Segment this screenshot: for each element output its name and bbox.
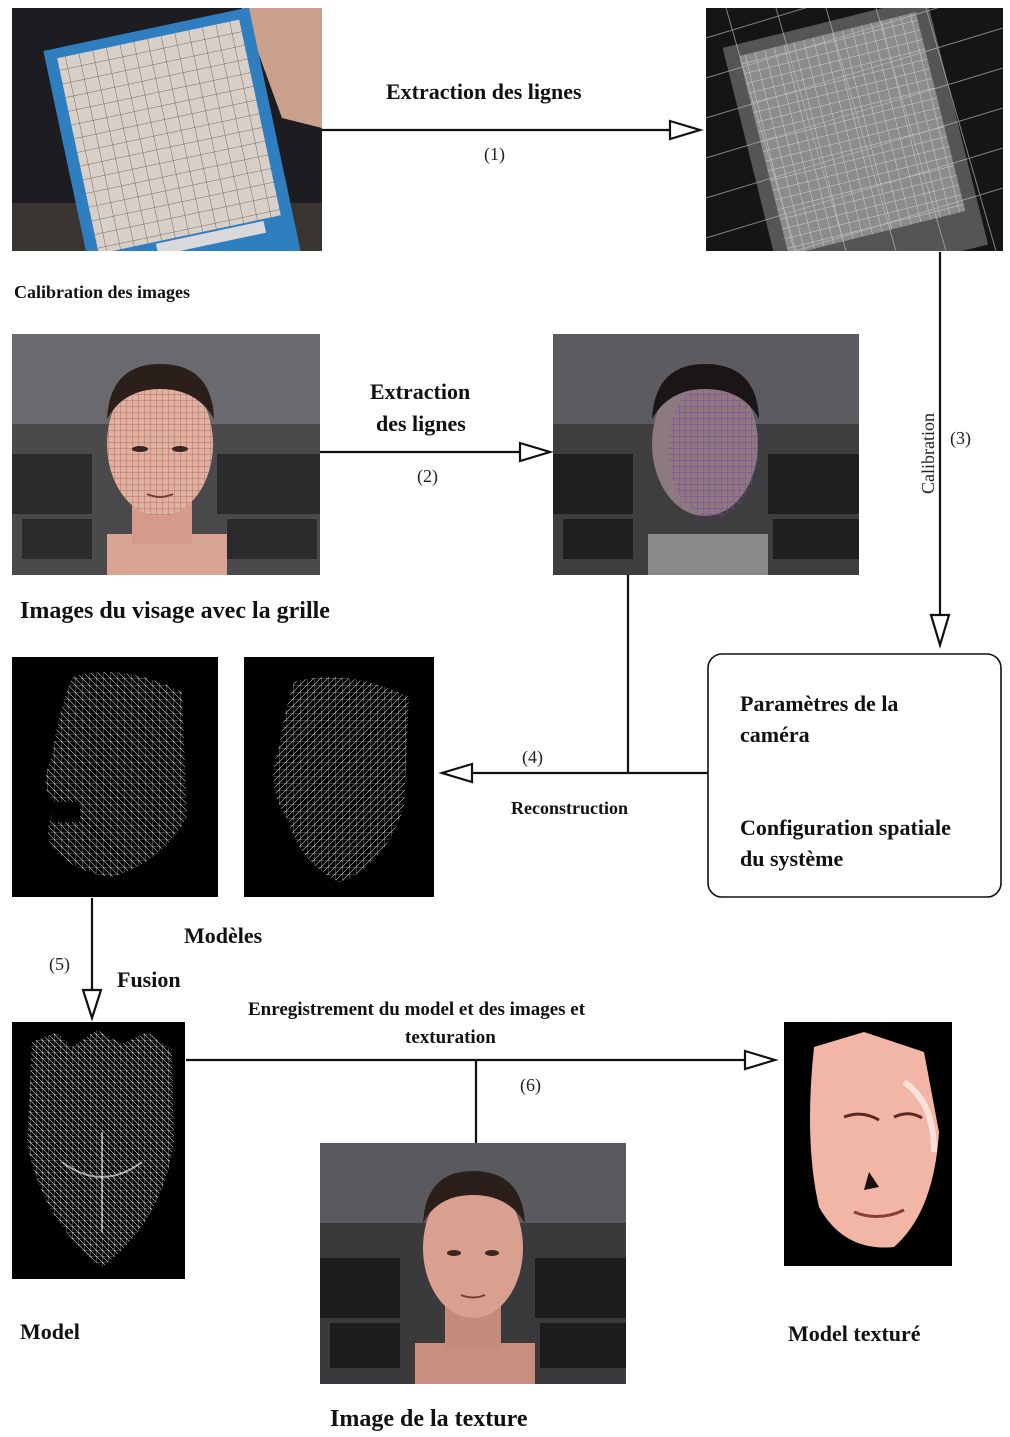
camera-params-line1: Paramètres de la bbox=[740, 690, 898, 718]
step-number-3: (3) bbox=[950, 428, 971, 449]
fusion-label: Fusion bbox=[117, 966, 181, 994]
extraction-label-2-line2: des lignes bbox=[376, 410, 466, 438]
models-label: Modèles bbox=[184, 922, 262, 950]
model-label: Model bbox=[20, 1318, 80, 1346]
calibration-images-label: Calibration des images bbox=[14, 281, 190, 304]
step-number-1: (1) bbox=[484, 144, 505, 165]
reconstruction-label: Reconstruction bbox=[511, 797, 628, 820]
spatial-config-line2: du système bbox=[740, 845, 843, 873]
extraction-label-2-line1: Extraction bbox=[370, 378, 470, 406]
registration-label-line2: texturation bbox=[405, 1026, 496, 1050]
textured-model-label: Model texturé bbox=[788, 1320, 921, 1348]
step-number-2: (2) bbox=[417, 466, 438, 487]
step-number-6: (6) bbox=[520, 1075, 541, 1096]
spatial-config-line1: Configuration spatiale bbox=[740, 814, 951, 842]
step-number-5: (5) bbox=[49, 954, 70, 975]
calibration-label: Calibration bbox=[918, 413, 939, 494]
step-number-4: (4) bbox=[522, 747, 543, 768]
registration-label-line1: Enregistrement du model et des images et bbox=[248, 998, 585, 1022]
extraction-label-1: Extraction des lignes bbox=[386, 78, 582, 106]
texture-image-label: Image de la texture bbox=[330, 1404, 528, 1434]
face-grid-label: Images du visage avec la grille bbox=[20, 596, 330, 626]
camera-params-line2: caméra bbox=[740, 721, 810, 749]
